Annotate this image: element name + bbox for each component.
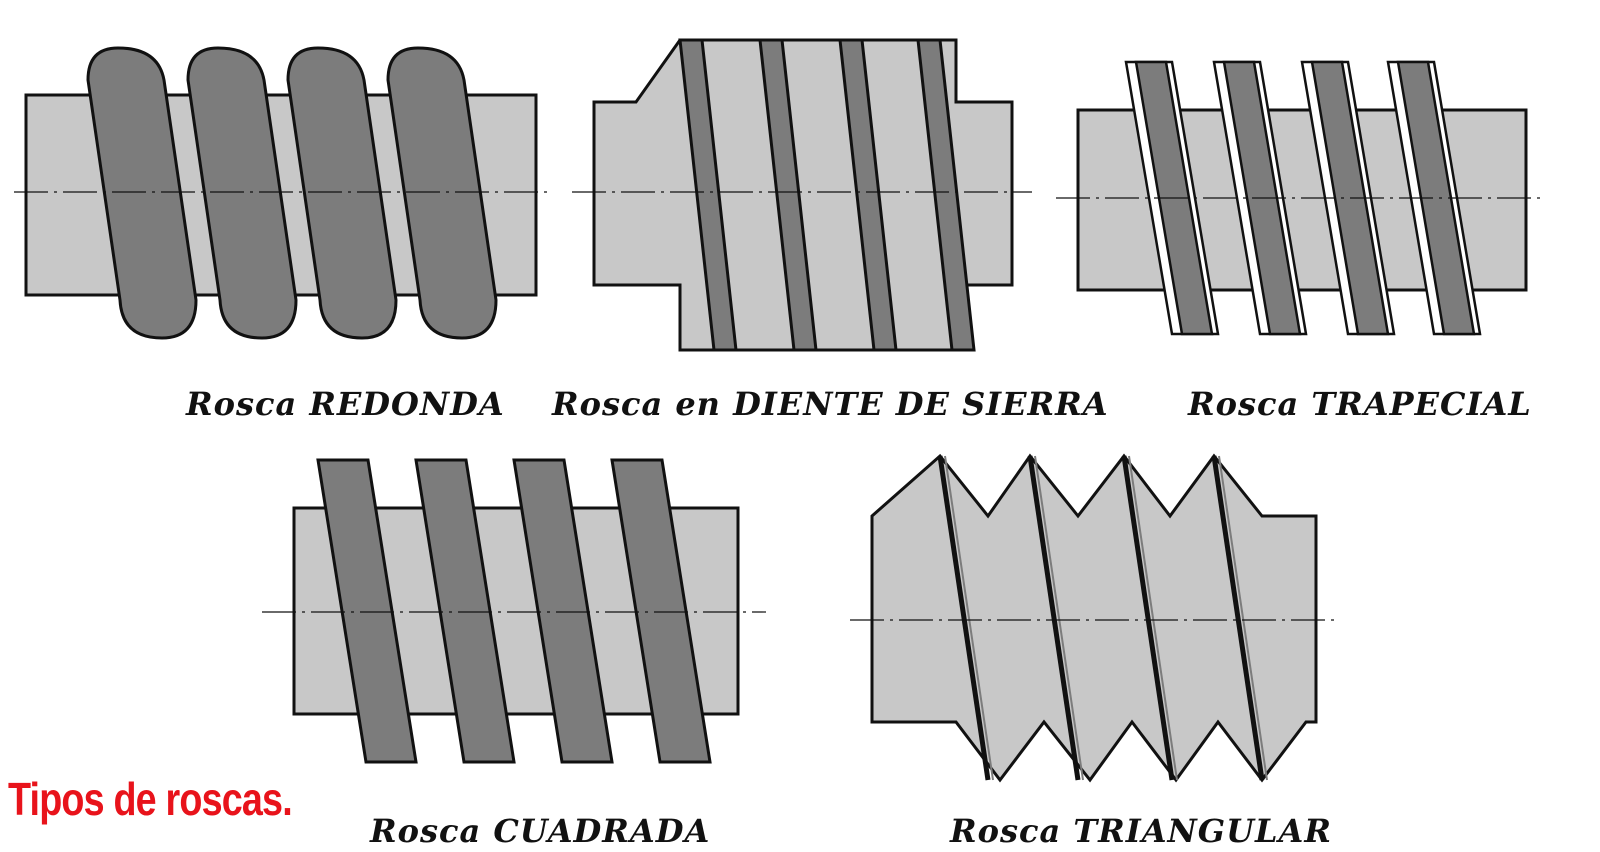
thread-crest bbox=[186, 46, 298, 340]
thread-square bbox=[512, 458, 614, 764]
thread-tooth bbox=[758, 38, 818, 352]
thread-tooth bbox=[916, 38, 976, 352]
round-thread-label: Rosca REDONDA bbox=[186, 385, 505, 423]
buttress-thread-label: Rosca en DIENTE DE SIERRA bbox=[552, 385, 1109, 423]
thread-ridge bbox=[937, 455, 991, 781]
thread-ridge bbox=[1121, 455, 1175, 781]
trapezoidal-thread-figure bbox=[1056, 60, 1540, 336]
triangular-thread-figure bbox=[850, 453, 1334, 783]
thread-crest bbox=[1396, 60, 1476, 336]
page-title: Tipos de roscas. bbox=[8, 773, 293, 825]
buttress-thread-figure bbox=[572, 38, 1032, 352]
thread-tooth bbox=[678, 38, 738, 352]
thread-square bbox=[610, 458, 712, 764]
thread-ridge bbox=[1027, 455, 1081, 781]
thread-crest bbox=[286, 46, 398, 340]
thread-ridge-shade bbox=[1128, 455, 1178, 781]
thread-square bbox=[316, 458, 418, 764]
trapezoidal-thread-label: Rosca TRAPECIAL bbox=[1188, 385, 1532, 423]
thread-square bbox=[414, 458, 516, 764]
thread-crest bbox=[86, 46, 198, 340]
thread-ridge bbox=[1211, 455, 1265, 781]
round-thread-figure bbox=[14, 46, 552, 340]
thread-ridge-shade bbox=[944, 455, 994, 781]
triangular-thread-label: Rosca TRIANGULAR bbox=[950, 812, 1332, 850]
thread-ridge-shade bbox=[1034, 455, 1084, 781]
thread-ridge-shade bbox=[1218, 455, 1268, 781]
thread-tooth bbox=[838, 38, 898, 352]
square-thread-label: Rosca CUADRADA bbox=[370, 812, 711, 850]
square-thread-figure bbox=[262, 458, 766, 764]
thread-crest bbox=[386, 46, 498, 340]
shaft-body bbox=[870, 453, 1318, 783]
